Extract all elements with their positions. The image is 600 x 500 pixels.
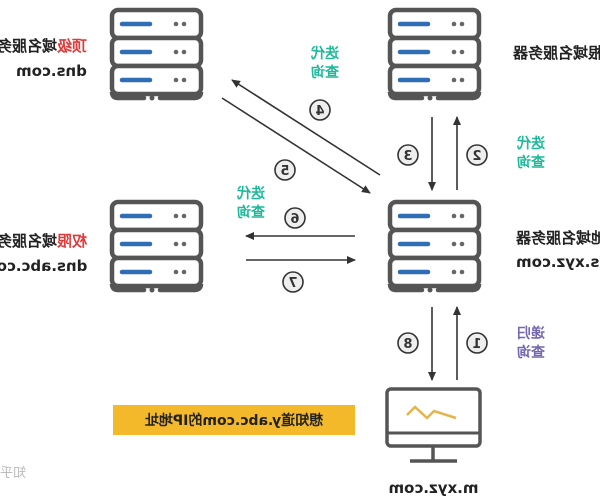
local-server-icon [390, 202, 479, 293]
svg-text:1: 1 [472, 337, 481, 352]
svg-text:4: 4 [315, 104, 324, 119]
step-badge-8: 8 [397, 332, 419, 354]
svg-text:6: 6 [290, 212, 299, 227]
tld-server-name: 顶级域名服务器 [0, 36, 87, 56]
goal-banner: 想知道y.abc.com的IP地址 [113, 405, 355, 435]
root-server-icon [390, 10, 479, 101]
authoritative-prefix: 权限 [56, 232, 87, 250]
iterative-query-label: 迭代 查询 [237, 186, 265, 221]
authoritative-server-icon [112, 202, 201, 293]
step-badge-4: 4 [309, 99, 331, 121]
iterative-query-label: 迭代 查询 [311, 46, 339, 81]
step-badge-5: 5 [274, 159, 296, 181]
arrow-step-5 [221, 97, 371, 194]
authoritative-name-rest: 域名服务器 [0, 232, 57, 250]
svg-text:8: 8 [403, 337, 412, 352]
step-badge-6: 6 [284, 207, 306, 229]
local-server-domain: dns.xyz.com [516, 253, 600, 271]
iterative-query-label: 迭代 查询 [517, 136, 545, 171]
watermark: 知乎 [0, 466, 27, 481]
step-badge-3: 3 [397, 144, 419, 166]
svg-text:3: 3 [403, 149, 412, 164]
svg-text:5: 5 [280, 164, 289, 179]
svg-text:2: 2 [472, 149, 481, 164]
svg-text:7: 7 [288, 276, 297, 291]
arrow-step-4 [231, 79, 381, 176]
authoritative-server-name: 权限域名服务器 [0, 231, 87, 251]
local-server-name: 本地域名服务器 [516, 229, 600, 247]
recursive-query-label: 递归 查询 [517, 326, 545, 361]
tld-server-icon [112, 10, 201, 101]
step-badge-7: 7 [282, 271, 304, 293]
root-server-name: 根域名服务器 [513, 44, 600, 62]
client-domain: m.xyz.com [388, 479, 479, 497]
tld-name-rest: 域名服务器 [0, 37, 57, 55]
step-badge-1: 1 [466, 332, 488, 354]
tld-prefix: 顶级 [56, 37, 87, 55]
tld-server-domain: dns.com [16, 62, 87, 80]
client-computer-icon [385, 387, 482, 463]
authoritative-server-domain: dns.abc.com [0, 257, 87, 275]
step-badge-2: 2 [466, 144, 488, 166]
